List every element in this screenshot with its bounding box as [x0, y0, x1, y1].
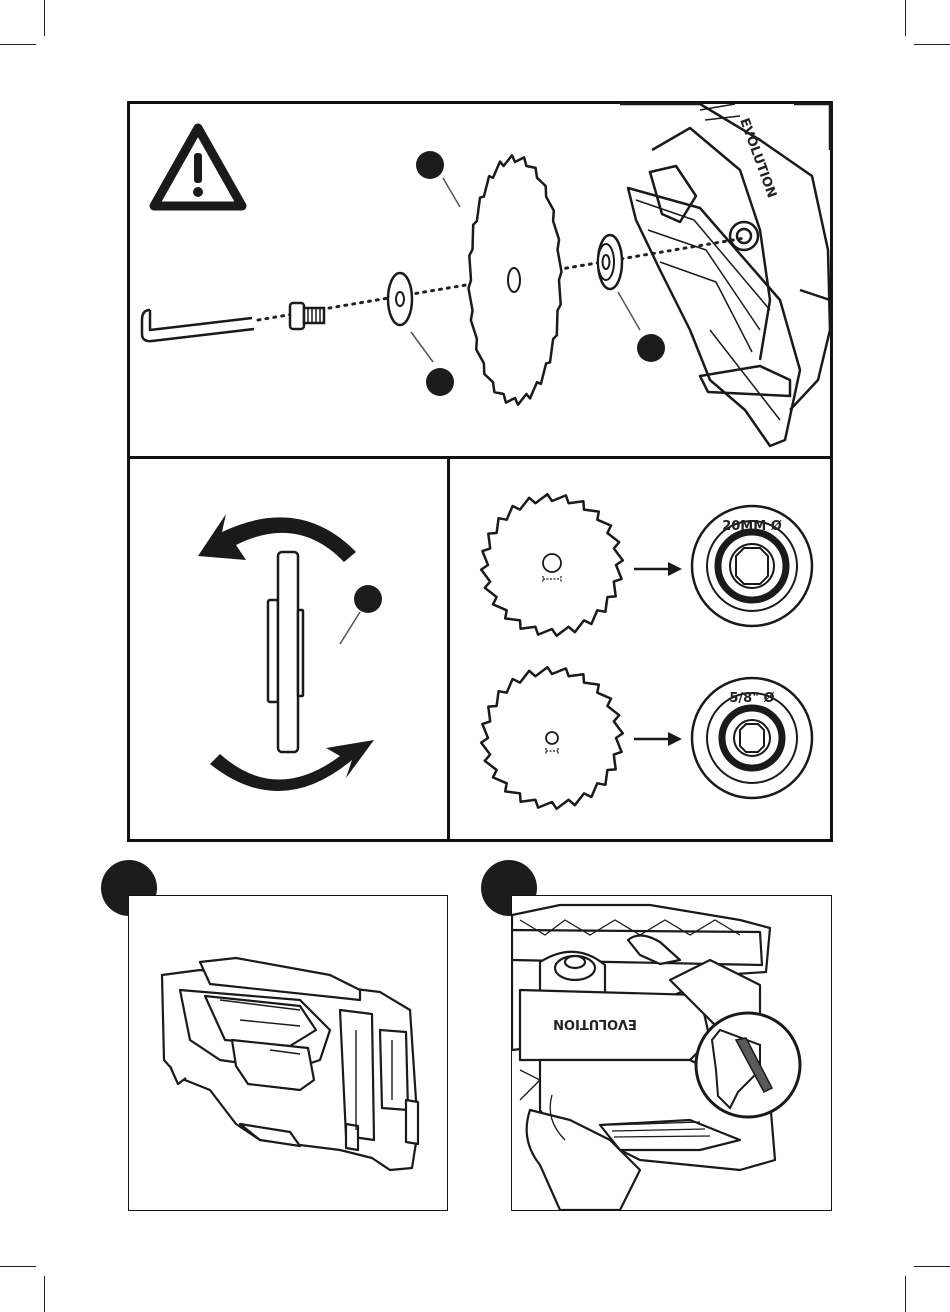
brand-label-handle: EVOLUTION: [553, 1016, 637, 1031]
zoom-detail-circle: [696, 1013, 800, 1117]
